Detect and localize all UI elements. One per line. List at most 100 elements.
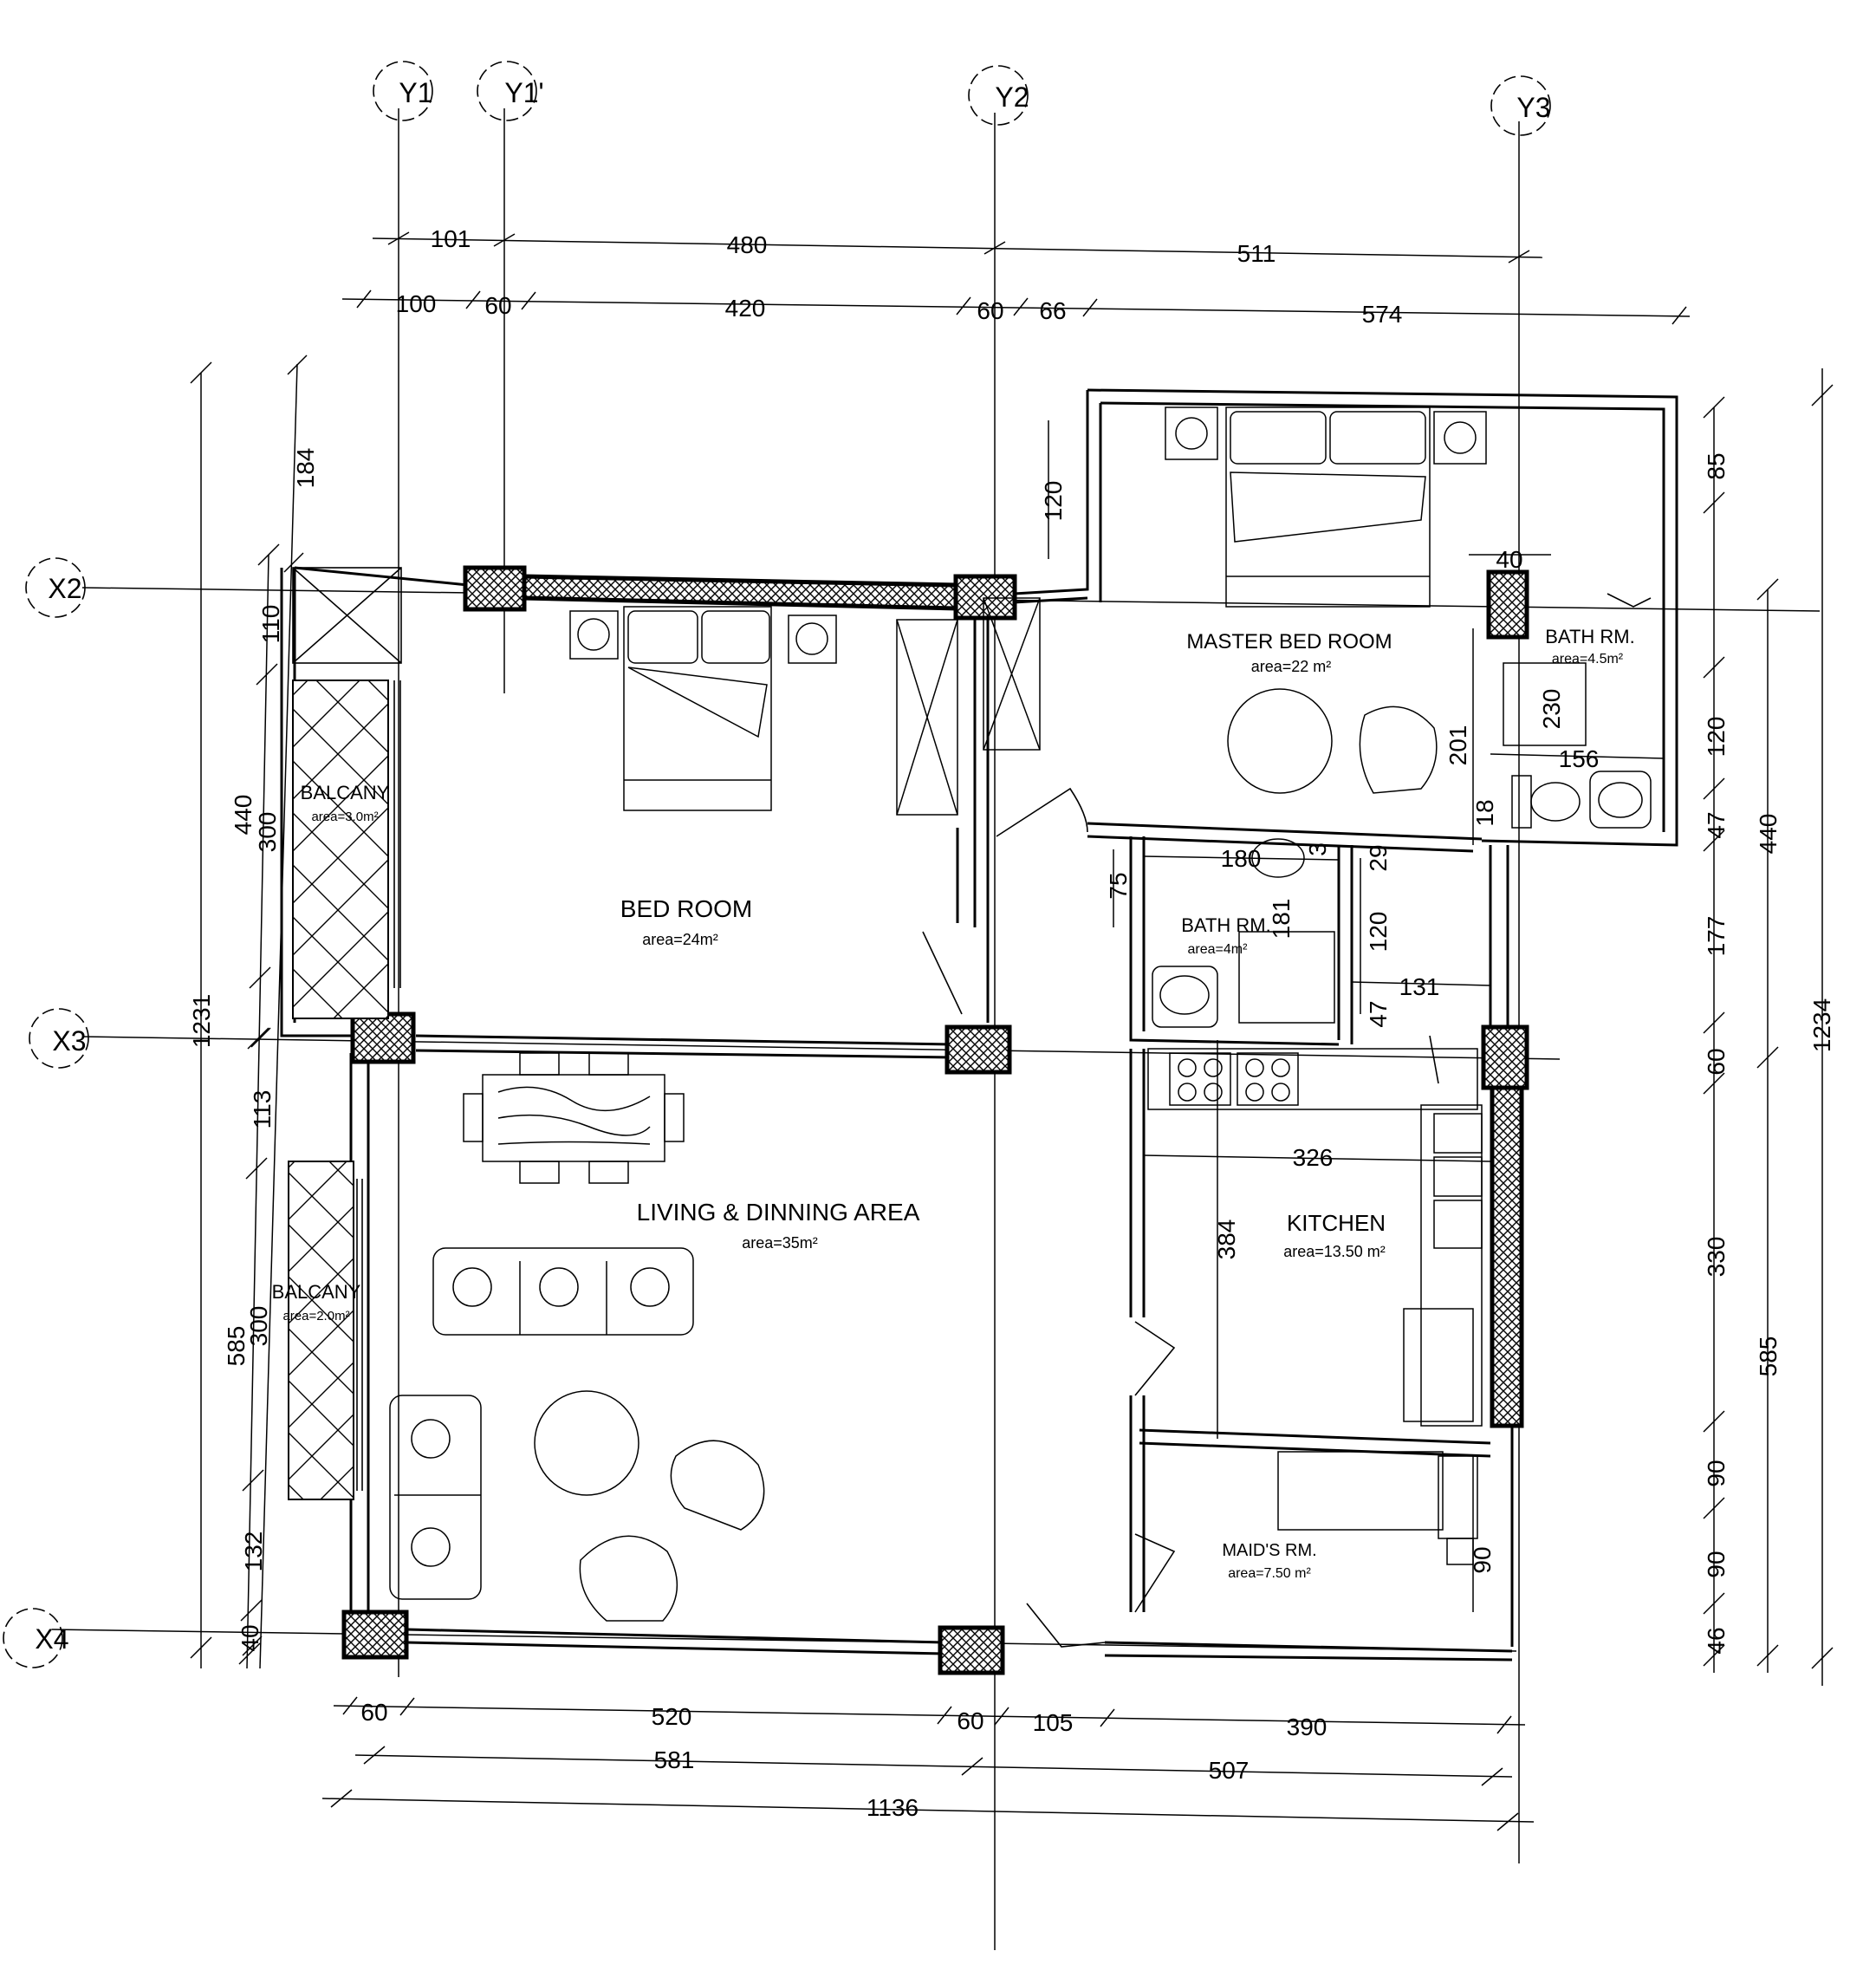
dim-text: 18: [1471, 799, 1498, 826]
bed-icon: [623, 606, 772, 811]
dim-text: 1234: [1808, 998, 1835, 1052]
dim-chain-right-mid: 440 585: [1755, 578, 1782, 1673]
armchair-icon: [579, 1535, 678, 1622]
column: [341, 1610, 409, 1660]
column: [938, 1625, 1005, 1675]
room-area-balcony-1: area=3.0m²: [311, 810, 378, 824]
room-area-balcony-2: area=2.0m²: [282, 1309, 349, 1323]
balcony-1-hatch: [292, 680, 389, 1019]
column: [1481, 1024, 1529, 1090]
room-label-maid: MAID'S RM.: [1222, 1541, 1316, 1560]
furniture: [389, 406, 1652, 1622]
dim-text: 520: [652, 1703, 692, 1730]
dim-text: 75: [1105, 872, 1132, 899]
nightstand-icon: [569, 610, 837, 664]
dim-text: 585: [1755, 1336, 1782, 1377]
dim-text: 131: [1399, 973, 1440, 1000]
grid-bubble-x3: X3: [29, 1008, 89, 1069]
dim-chain-right-outer: 1234: [1808, 368, 1835, 1686]
room-area-master-bedroom: area=22 m²: [1251, 658, 1332, 675]
dim-text: 85: [1703, 452, 1730, 479]
dim-text: 101: [431, 225, 471, 252]
grid-label-y2: Y2: [995, 81, 1029, 113]
column: [463, 565, 527, 612]
dim-text: 184: [292, 448, 319, 489]
dim-text: 110: [257, 605, 284, 644]
dim-text: 156: [1559, 745, 1600, 772]
column: [953, 574, 1017, 621]
dim-text: 201: [1444, 725, 1471, 766]
dim-text: 585: [223, 1326, 250, 1367]
maid-bed-icon: [1277, 1451, 1444, 1531]
dim-chain-bottom-1: 60 520 60 105 390: [333, 1696, 1526, 1740]
room-area-bath: area=4m²: [1188, 942, 1249, 957]
coffee-table-icon: [534, 1390, 639, 1496]
dim-text: 181: [1268, 899, 1295, 940]
fridge-icon: [1403, 1308, 1474, 1422]
room-labels: BED ROOM area=24m² MASTER BED ROOM area=…: [272, 626, 1635, 1581]
grid-bubble-y3: Y3: [1490, 75, 1551, 136]
column: [944, 1024, 1012, 1075]
sofa-icon: [432, 1247, 694, 1336]
wardrobe-icon: [896, 597, 1041, 816]
room-area-bedroom: area=24m²: [642, 931, 718, 948]
dim-text: 40: [1496, 546, 1522, 573]
stove-icon: [1147, 1048, 1478, 1110]
dim-text: 1136: [867, 1794, 919, 1821]
dim-chain-left-inner: 110 300 113 300 132 40: [237, 543, 284, 1669]
grid-label-y1-prime: Y1': [504, 77, 543, 108]
armchair-icon: [670, 1440, 765, 1531]
grid-label-x2: X2: [48, 573, 81, 604]
dim-text: 507: [1209, 1757, 1250, 1784]
dim-text: 66: [1039, 297, 1066, 324]
grid-bubble-y1: Y1: [373, 61, 433, 121]
dim-text: 230: [1538, 689, 1565, 730]
grid-bubble-x2: X2: [25, 557, 86, 618]
dim-text: 120: [1040, 481, 1067, 522]
shower-icon: [1238, 931, 1335, 1024]
dim-text: 120: [1365, 912, 1392, 953]
room-label-balcony-1: BALCANY: [301, 782, 390, 803]
dim-text: 60: [957, 1707, 983, 1734]
doors: [922, 593, 1652, 1648]
dim-chain-left-outer: 1231: [188, 361, 215, 1668]
dim-text: 60: [977, 297, 1003, 324]
dim-text: 511: [1237, 240, 1276, 267]
dim-text: 90: [1703, 1551, 1730, 1577]
dim-text: 120: [1703, 717, 1730, 758]
dim-text: 47: [1365, 1000, 1392, 1027]
room-label-living: LIVING & DINNING AREA: [637, 1199, 920, 1226]
beam-x2: [522, 574, 958, 611]
dim-text: 581: [654, 1746, 695, 1773]
dim-text: 480: [727, 231, 768, 258]
room-label-kitchen: KITCHEN: [1287, 1210, 1386, 1236]
room-area-living: area=35m²: [742, 1234, 818, 1252]
dim-text: 90: [1703, 1460, 1730, 1486]
dim-text: 300: [254, 812, 281, 853]
room-label-bedroom: BED ROOM: [620, 895, 752, 922]
dim-text: 60: [360, 1699, 387, 1726]
dim-text: 40: [237, 1624, 263, 1651]
dim-text: 47: [1703, 811, 1730, 838]
grid-lines: [51, 108, 1821, 1950]
dim-text: 420: [725, 295, 766, 322]
dim-text: 300: [245, 1306, 272, 1347]
dim-text: 330: [1703, 1237, 1730, 1278]
dim-text: 574: [1362, 301, 1403, 328]
grid-bubble-y1-prime: Y1': [477, 61, 544, 121]
round-table-icon: [1227, 688, 1333, 794]
dim-chain-bottom-2: 581 507: [354, 1746, 1513, 1786]
balcony-2-hatch: [288, 1161, 354, 1500]
dim-text: 177: [1703, 916, 1730, 957]
columns: [341, 565, 1529, 1675]
column: [350, 1011, 416, 1064]
balconies: [288, 567, 402, 1500]
grid-label-y1: Y1: [399, 77, 432, 108]
dim-chain-left-mid: 184 440 585: [223, 354, 319, 1669]
dim-text: 1231: [188, 994, 215, 1048]
dim-chain-bottom-3: 1136: [321, 1789, 1535, 1831]
dim-text: 390: [1287, 1714, 1327, 1740]
grid-bubble-x4: X4: [3, 1608, 69, 1668]
room-label-balcony-2: BALCANY: [272, 1281, 361, 1303]
dim-text: 60: [484, 292, 511, 319]
